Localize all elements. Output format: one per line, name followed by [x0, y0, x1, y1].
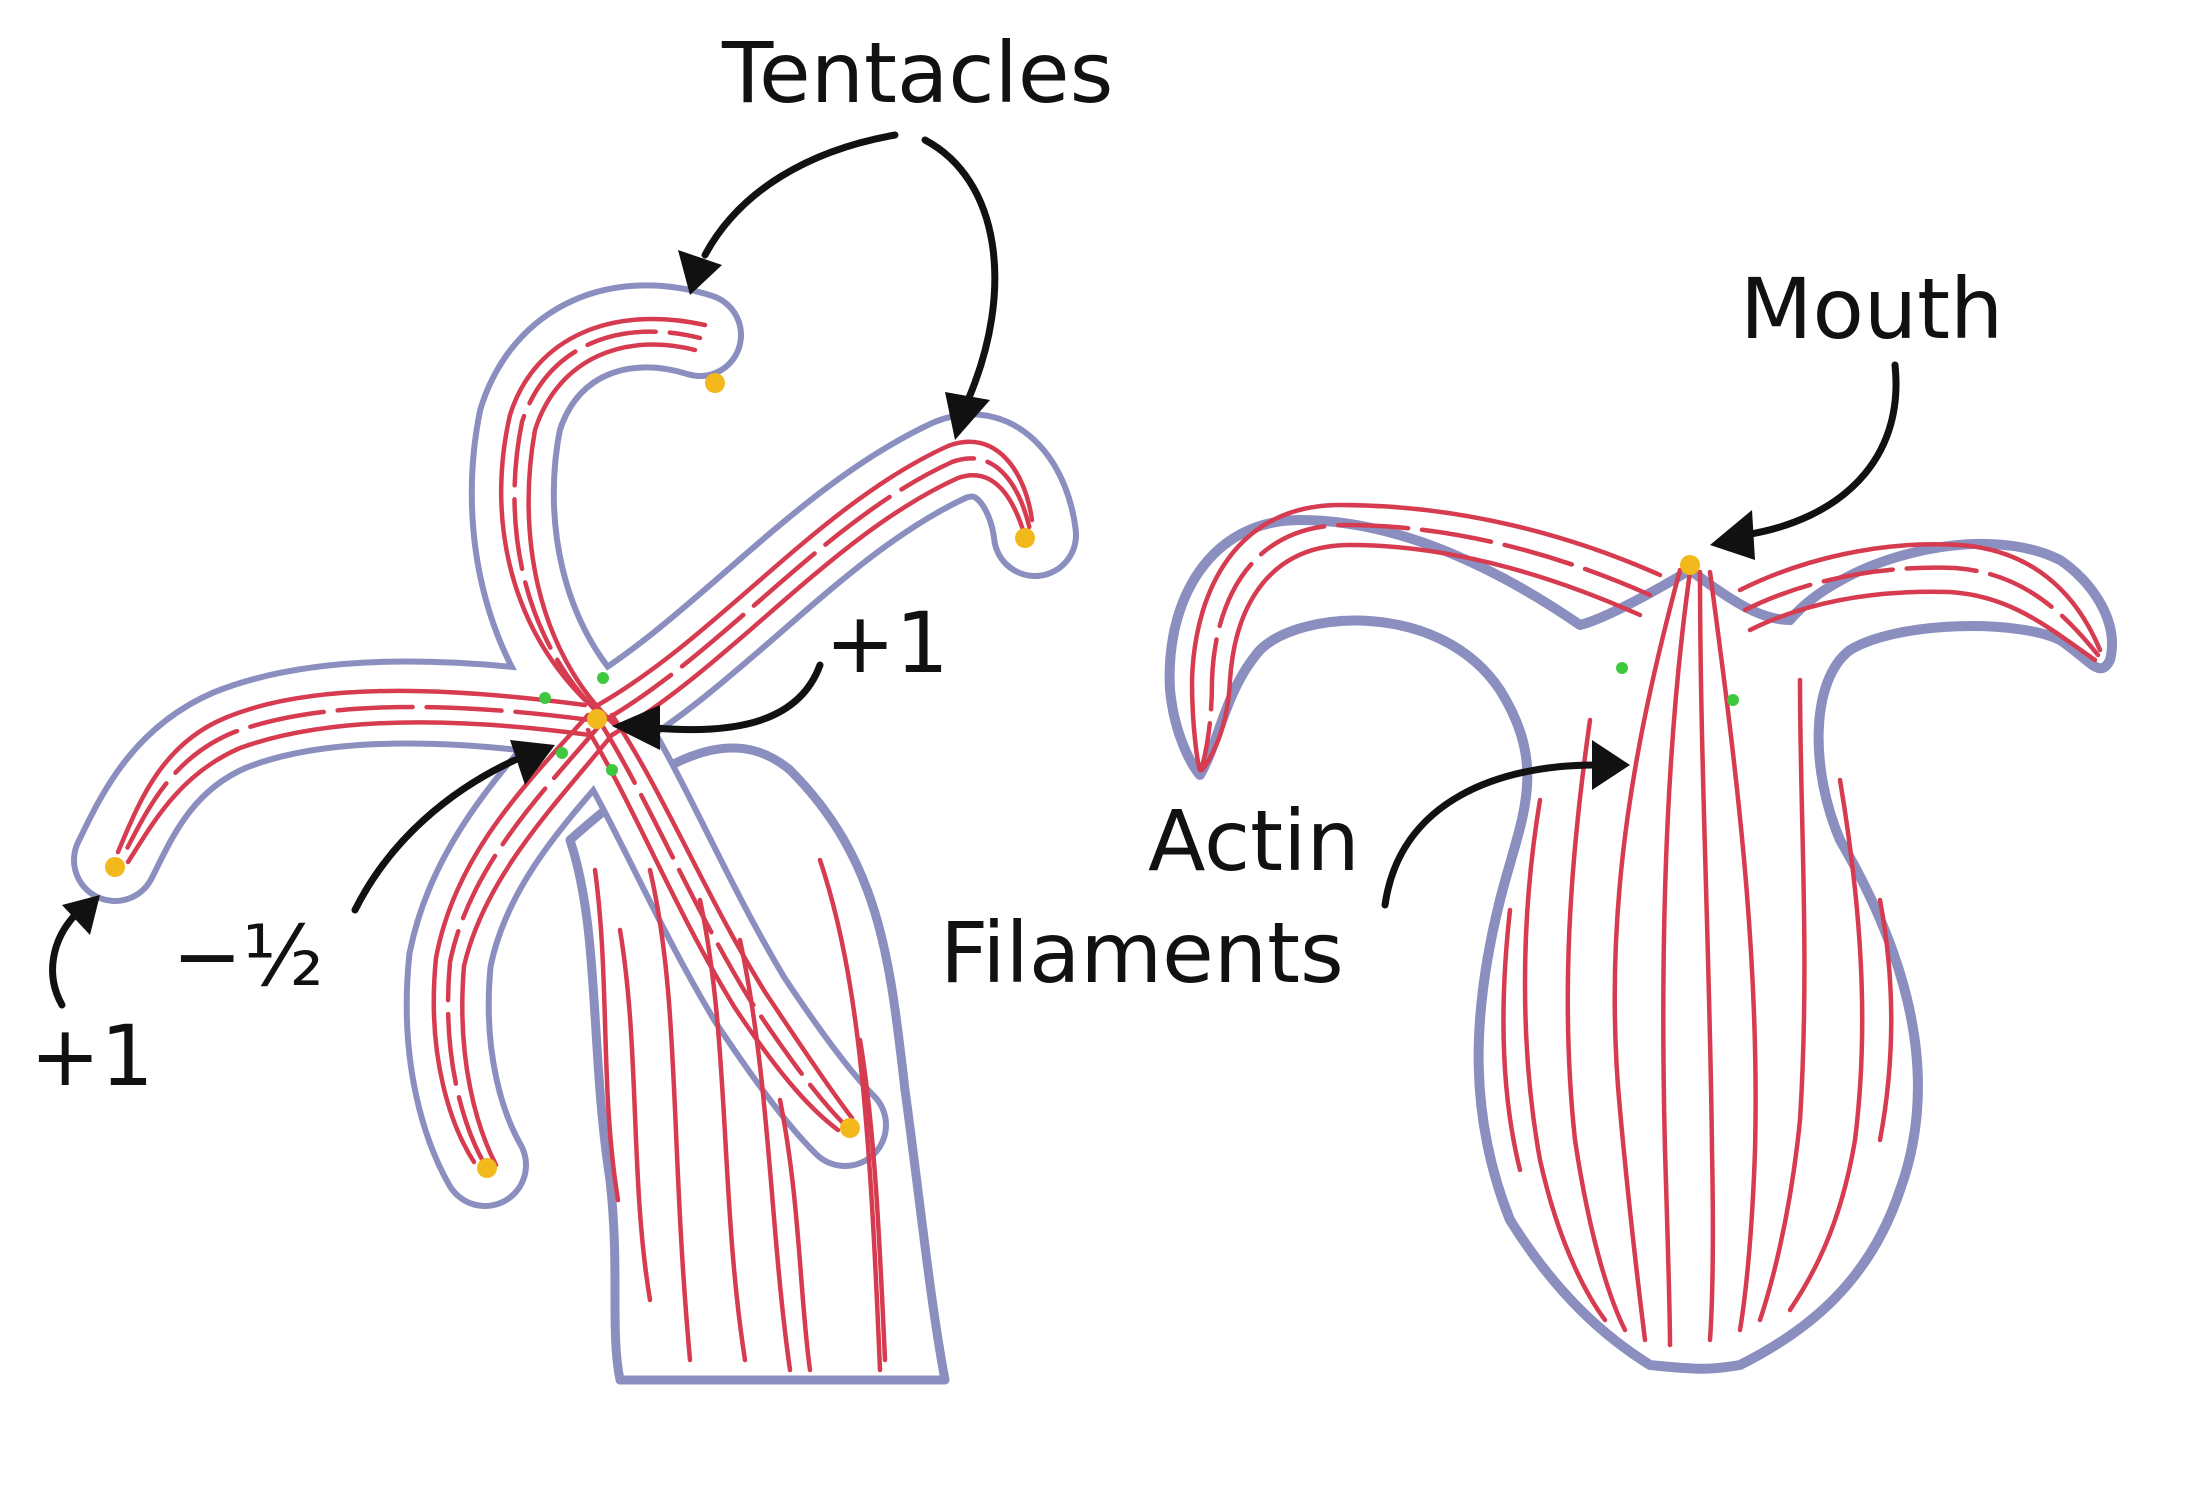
defect-lower-right-tip	[840, 1118, 860, 1138]
arrow-tentacles-left	[701, 131, 899, 259]
left-green-dots	[539, 672, 618, 776]
label-minus-half: −½	[172, 907, 324, 1005]
defect-mouth	[1680, 555, 1700, 575]
right-organism	[1164, 502, 2117, 1374]
right-body-outline	[1164, 515, 2117, 1374]
label-actin: Actin	[1148, 792, 1360, 890]
arrow-plus-one-left	[49, 911, 79, 1009]
labels: Tentacles Mouth Actin Filaments +1 −½ +1	[30, 24, 2003, 1105]
left-tentacle-filaments	[115, 316, 1035, 1168]
arrow-mouth	[1741, 361, 1900, 539]
right-filaments	[1189, 502, 2103, 1348]
arrow-plus-one-center	[651, 661, 824, 734]
left-organism	[71, 282, 1079, 1385]
defect-lower-left-tip	[477, 1158, 497, 1178]
label-tentacles: Tentacles	[721, 24, 1113, 122]
defect-top-tentacle-tip	[705, 373, 725, 393]
label-filaments: Filaments	[940, 904, 1344, 1002]
label-plus-one-left: +1	[30, 1007, 154, 1105]
arrow-tentacles-right	[921, 136, 999, 404]
defect-right-tentacle-tip	[1015, 528, 1035, 548]
annotation-arrows	[49, 131, 1900, 1009]
label-plus-one-center: +1	[825, 594, 949, 692]
label-mouth: Mouth	[1740, 260, 2003, 358]
arrow-actin-filaments	[1381, 761, 1599, 909]
arrow-minus-half	[351, 756, 519, 914]
left-defects	[105, 373, 1035, 1178]
defect-left-tentacle-tip	[105, 857, 125, 877]
left-body-filaments	[592, 857, 888, 1373]
defect-center-plus-one	[587, 709, 607, 729]
